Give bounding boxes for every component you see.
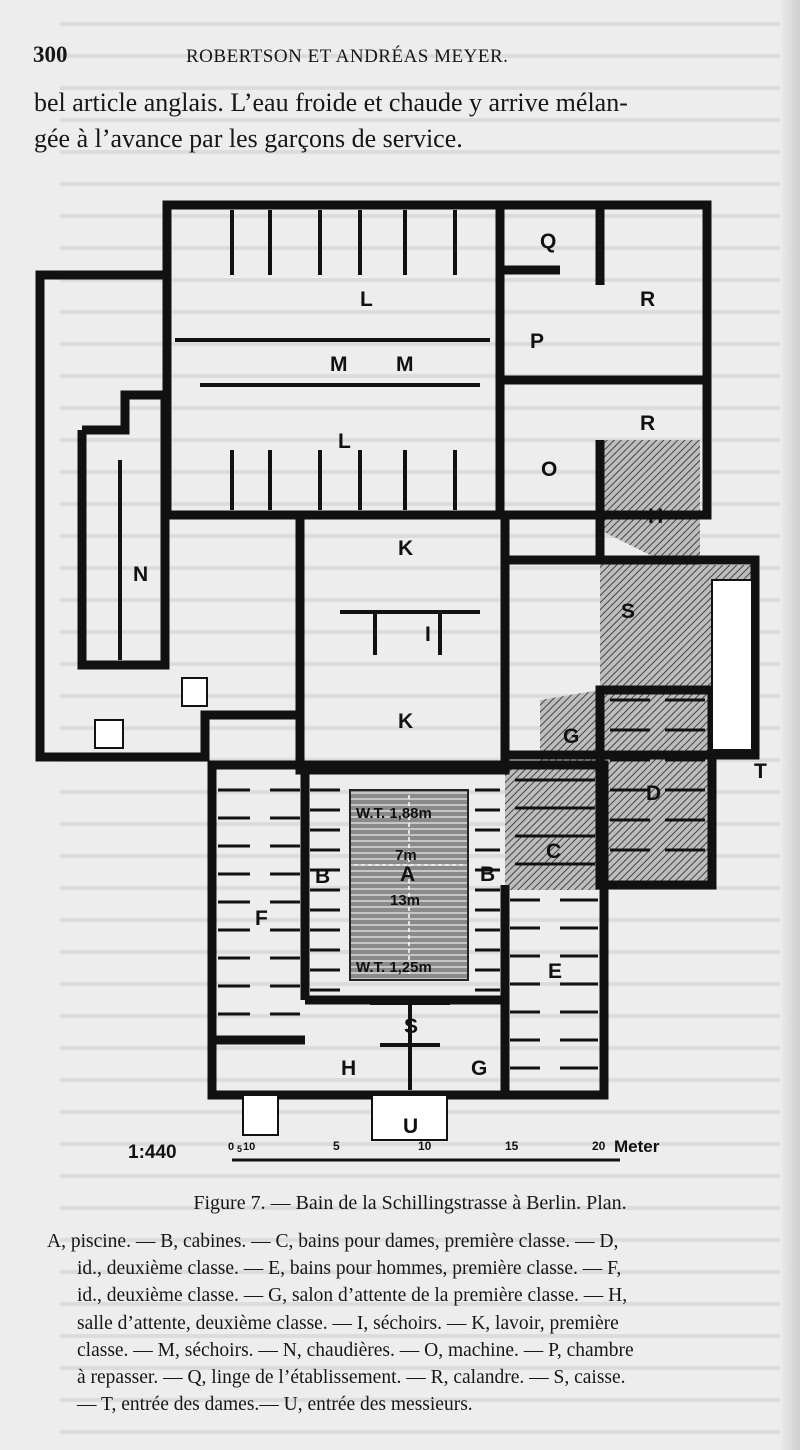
label-R: R bbox=[640, 288, 655, 311]
label-E: E bbox=[548, 960, 562, 983]
label-S: S bbox=[621, 600, 635, 623]
page-number: 300 bbox=[33, 42, 68, 67]
figure-caption: Figure 7. — Bain de la Schillingstrasse … bbox=[193, 1192, 627, 1214]
label-R: R bbox=[640, 412, 655, 435]
svg-text:0: 0 bbox=[228, 1141, 234, 1153]
body-text-line: bel article anglais. L’eau froide et cha… bbox=[34, 88, 628, 117]
pool-wt-top: W.T. 1,88m bbox=[356, 805, 432, 822]
legend-line: — T, entrée des dames.— U, entrée des me… bbox=[77, 1394, 473, 1416]
label-D: D bbox=[646, 782, 661, 805]
svg-text:5: 5 bbox=[237, 1144, 242, 1154]
label-B: B bbox=[315, 865, 330, 888]
label-L: L bbox=[360, 288, 373, 311]
body-text-line: gée à l’avance par les garçons de servic… bbox=[34, 124, 463, 153]
label-Q: Q bbox=[540, 230, 556, 253]
hatched-ladies-wing bbox=[505, 440, 755, 890]
label-C: C bbox=[546, 840, 561, 863]
page-edge bbox=[782, 0, 800, 1450]
legend-line: salle d’attente, deuxième classe. — I, s… bbox=[77, 1312, 619, 1334]
label-O: O bbox=[541, 458, 557, 481]
svg-text:10: 10 bbox=[418, 1139, 432, 1153]
stairs bbox=[94, 579, 753, 1141]
label-M: M bbox=[396, 353, 414, 376]
label-N: N bbox=[133, 563, 148, 586]
cabin-rows bbox=[218, 698, 705, 1070]
legend-line: classe. — M, séchoirs. — N, chaudières. … bbox=[77, 1339, 634, 1361]
svg-text:20: 20 bbox=[592, 1139, 606, 1153]
label-S: S bbox=[404, 1015, 418, 1038]
label-P: P bbox=[530, 330, 544, 353]
svg-text:5: 5 bbox=[333, 1139, 340, 1153]
label-H: H bbox=[648, 505, 663, 528]
label-M: M bbox=[330, 353, 348, 376]
running-head: ROBERTSON ET ANDRÉAS MEYER. bbox=[186, 46, 509, 67]
label-L: L bbox=[338, 430, 351, 453]
swimming-pool bbox=[349, 789, 469, 981]
scale-unit: Meter bbox=[614, 1137, 660, 1156]
label-T: T bbox=[754, 760, 767, 783]
pool-width: 7m bbox=[395, 847, 417, 864]
legend-line: id., deuxième classe. — E, bains pour ho… bbox=[77, 1258, 622, 1280]
label-U: U bbox=[403, 1115, 418, 1138]
pool-wt-bottom: W.T. 1,25m bbox=[356, 959, 432, 976]
pool-length: 13m bbox=[390, 892, 420, 909]
label-K: K bbox=[398, 710, 413, 733]
legend-line: à repasser. — Q, linge de l’établissemen… bbox=[77, 1367, 626, 1389]
label-H: H bbox=[341, 1057, 356, 1080]
walls bbox=[35, 200, 760, 1100]
legend-line: A, piscine. — B, cabines. — C, bains pou… bbox=[47, 1231, 619, 1252]
label-B: B bbox=[480, 863, 495, 886]
figure-legend: A, piscine. — B, cabines. — C, bains pou… bbox=[47, 1228, 787, 1418]
svg-text:15: 15 bbox=[505, 1139, 519, 1153]
legend-line: id., deuxième classe. — G, salon d’atten… bbox=[77, 1285, 628, 1307]
room-labels: Q R L M M P R L O H K N S I K G T D C B … bbox=[133, 230, 767, 1138]
label-G: G bbox=[563, 725, 579, 748]
scale-bar: 1:440 0 5 10 5 10 15 20 Meter bbox=[128, 1137, 660, 1163]
scale-ratio: 1:440 bbox=[128, 1142, 177, 1163]
cabin-partitions bbox=[118, 210, 490, 1090]
label-I: I bbox=[425, 623, 431, 646]
label-K: K bbox=[398, 537, 413, 560]
floor-plan: Q R L M M P R L O H K N S I K G T D C B … bbox=[35, 200, 767, 1163]
label-G: G bbox=[471, 1057, 487, 1080]
label-A: A bbox=[400, 863, 415, 886]
label-F: F bbox=[255, 907, 268, 930]
svg-text:10: 10 bbox=[243, 1141, 255, 1153]
